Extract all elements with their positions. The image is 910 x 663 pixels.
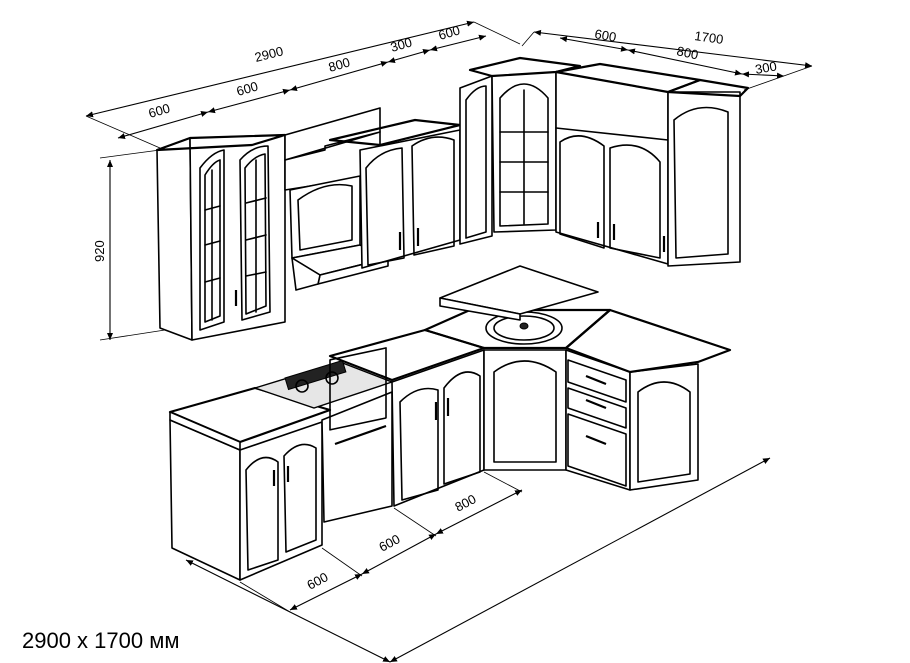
dim-lower-c: 800 [452,491,478,514]
dim-upper-left-tall: 600 [147,100,172,120]
dim-upper-side: 1700 [694,28,725,47]
upper-right-end-cabinet [662,78,750,267]
upper-right-cabinets [554,62,702,265]
dim-upper-right-c: 300 [754,58,778,77]
dim-upper-hood: 800 [327,54,352,74]
stove-oven [252,347,395,523]
dim-upper-height: 920 [92,240,107,262]
dim-lower-a: 600 [304,569,330,592]
corner-countertop [439,265,599,321]
dim-lower-b: 600 [376,531,402,554]
lower-dimension-lines [185,457,771,663]
dim-upper-left-glass: 600 [235,78,260,98]
upper-dimension-lines [85,20,813,341]
dim-upper-corner-b: 600 [437,22,462,42]
upper-cabinets [155,56,750,341]
dim-upper-right-b: 800 [675,43,699,62]
upper-left-tall-glazed-cabinet [155,133,287,341]
dim-upper-corner-a: 300 [389,34,414,54]
dim-upper-total: 2900 [253,43,285,65]
upper-corner-glazed-cabinet [468,56,582,233]
lower-left-base-cabinet [168,386,332,581]
lower-drawer-unit [565,349,631,491]
dim-upper-right-a: 600 [593,26,617,45]
drawing-caption: 2900 x 1700 мм [22,628,179,653]
upper-narrow-cabinet [459,75,493,245]
